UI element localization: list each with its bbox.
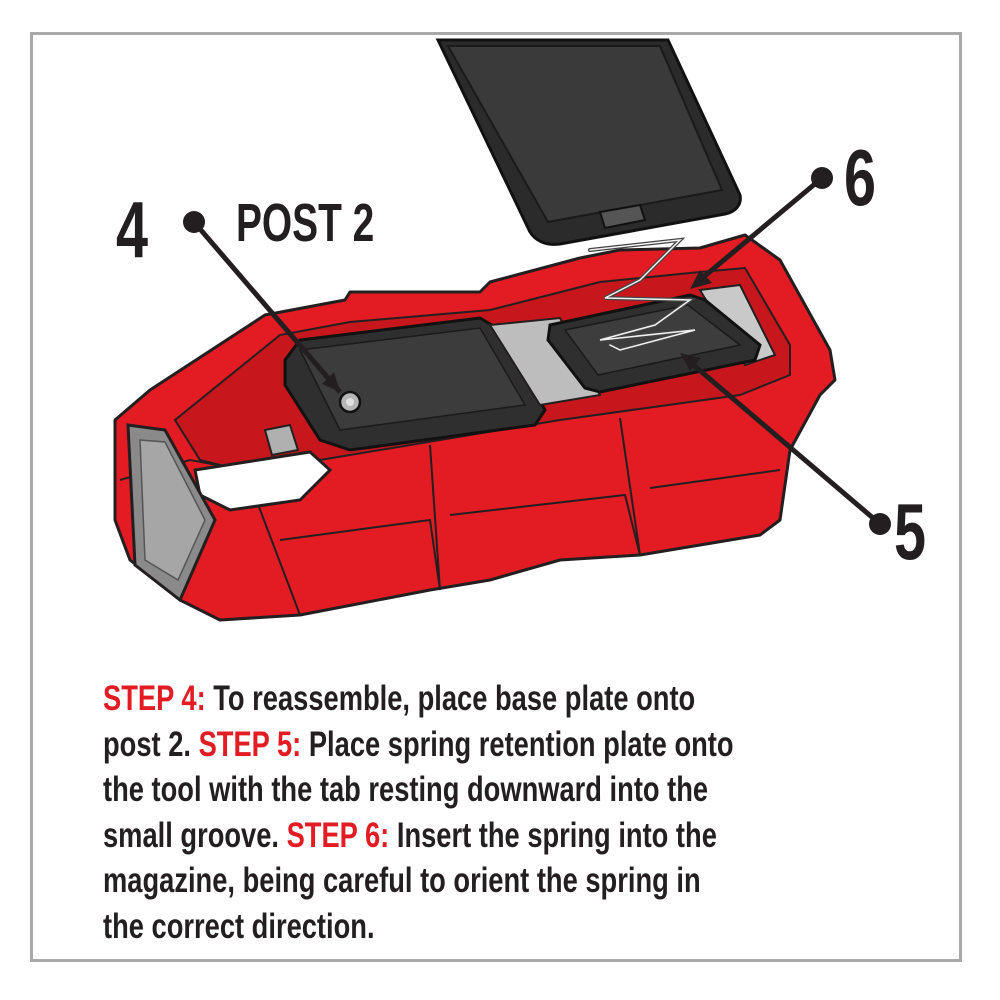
- step-6-text: Insert the spring into the: [389, 815, 717, 855]
- step-6-label: STEP 6:: [286, 815, 390, 855]
- step-5-text: Place spring retention plate onto: [301, 724, 734, 764]
- step-4-label: STEP 4:: [103, 679, 206, 718]
- tool-illustration: [113, 38, 891, 622]
- step-6-text-end: the correct direction.: [103, 906, 375, 946]
- instruction-line-4: small groove. STEP 6: Insert the spring …: [103, 813, 805, 859]
- step-5-text-cont: the tool with the tab resting downward i…: [103, 770, 709, 809]
- handle-cutout: [126, 423, 333, 603]
- callout-4-number: 4: [116, 185, 149, 274]
- callout-post-2-label: POST 2: [236, 193, 375, 253]
- instruction-line-6: the correct direction.: [103, 904, 805, 950]
- callout-6-number: 6: [844, 133, 877, 222]
- callout-5-number: 5: [894, 487, 927, 576]
- instruction-line-5: magazine, being careful to orient the sp…: [103, 858, 805, 904]
- step-5-label: STEP 5:: [198, 724, 302, 764]
- step-4-text: To reassemble, place base plate onto: [205, 679, 696, 718]
- instructions-text: STEP 4: To reassemble, place base plate …: [103, 676, 805, 949]
- step-4-text-cont: post 2.: [103, 724, 199, 764]
- magazine: [435, 38, 742, 246]
- image-frame: [30, 32, 962, 962]
- instruction-line-1: STEP 4: To reassemble, place base plate …: [103, 676, 805, 722]
- step-6-text-cont: magazine, being careful to orient the sp…: [103, 861, 701, 900]
- base-plate: [263, 316, 547, 457]
- step-5-text-end: small groove.: [103, 815, 287, 855]
- instruction-line-3: the tool with the tab resting downward i…: [103, 767, 805, 813]
- instruction-line-2: post 2. STEP 5: Place spring retention p…: [103, 722, 805, 768]
- callout-leaders: [183, 167, 891, 535]
